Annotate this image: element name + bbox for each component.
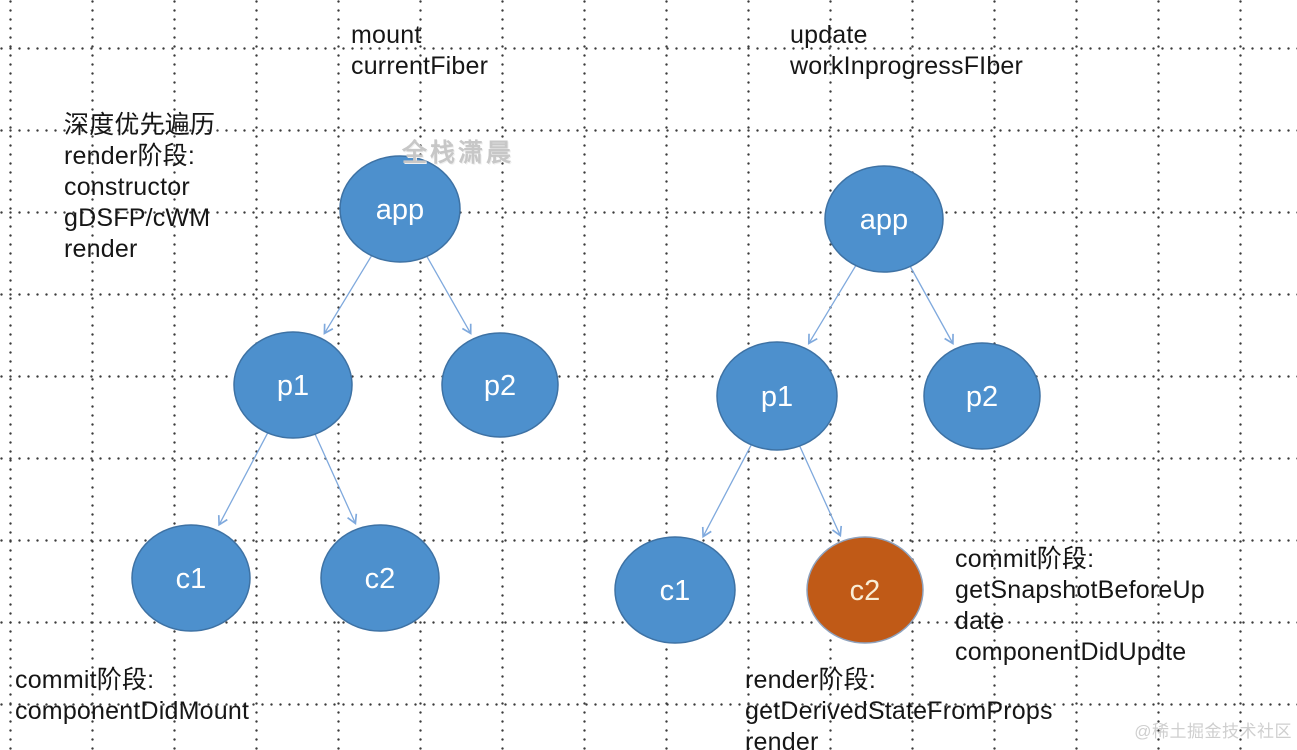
label-mount-current-fiber: mount currentFiber (351, 21, 489, 80)
node-p2 (441, 332, 559, 438)
node-label-c1: c1 (176, 563, 207, 595)
node-label-c1: c1 (660, 575, 691, 607)
node-c1 (131, 524, 251, 632)
edge-arrow-p1-to-c1 (217, 432, 269, 527)
node-p1 (716, 341, 838, 451)
edge-arrow-p1-to-c2 (799, 445, 843, 538)
edge-arrow-app-to-p2 (909, 266, 954, 345)
annotation-commit-phase-mount: commit阶段: componentDidMount (15, 666, 250, 725)
node-label-app: app (860, 204, 908, 236)
node-label-c2: c2 (850, 575, 881, 607)
node-p1 (233, 331, 353, 439)
node-c2 (320, 524, 440, 632)
node-label-p2: p2 (966, 381, 998, 413)
edge-arrow-app-to-p2 (426, 256, 472, 335)
update-workinprogress-fiber-tree: app p1 p2 c1 c2 (614, 165, 1041, 644)
node-label-app: app (376, 194, 424, 226)
node-c1 (614, 536, 736, 644)
node-app (824, 165, 944, 273)
edge-arrow-p1-to-c2 (314, 433, 358, 525)
node-label-p1: p1 (277, 370, 309, 402)
edge-arrow-app-to-p1 (807, 265, 857, 345)
node-label-p2: p2 (484, 370, 516, 402)
annotation-render-phase-mount: 深度优先遍历 render阶段: constructor gDSFP/cWM r… (64, 111, 216, 263)
node-label-c2: c2 (365, 563, 396, 595)
node-p2 (923, 342, 1041, 450)
node-label-p1: p1 (761, 381, 793, 413)
node-c2 (806, 536, 924, 644)
edge-arrow-app-to-p1 (323, 255, 373, 335)
label-update-workinprogress-fiber: update workInprogressFIber (790, 21, 1024, 80)
annotation-commit-phase-update: commit阶段: getSnapshotBeforeUp date compo… (955, 545, 1205, 666)
watermark-author: 全栈潇晨 (402, 139, 515, 167)
watermark-juejin-community: @稀土掘金技术社区 (1134, 722, 1292, 741)
annotation-render-phase-update: render阶段: getDerivedStateFromProps rende… (745, 666, 1053, 750)
mount-current-fiber-tree: app p1 p2 c1 c2 (131, 155, 559, 632)
edge-arrow-p1-to-c1 (701, 444, 752, 539)
node-app (339, 155, 461, 263)
